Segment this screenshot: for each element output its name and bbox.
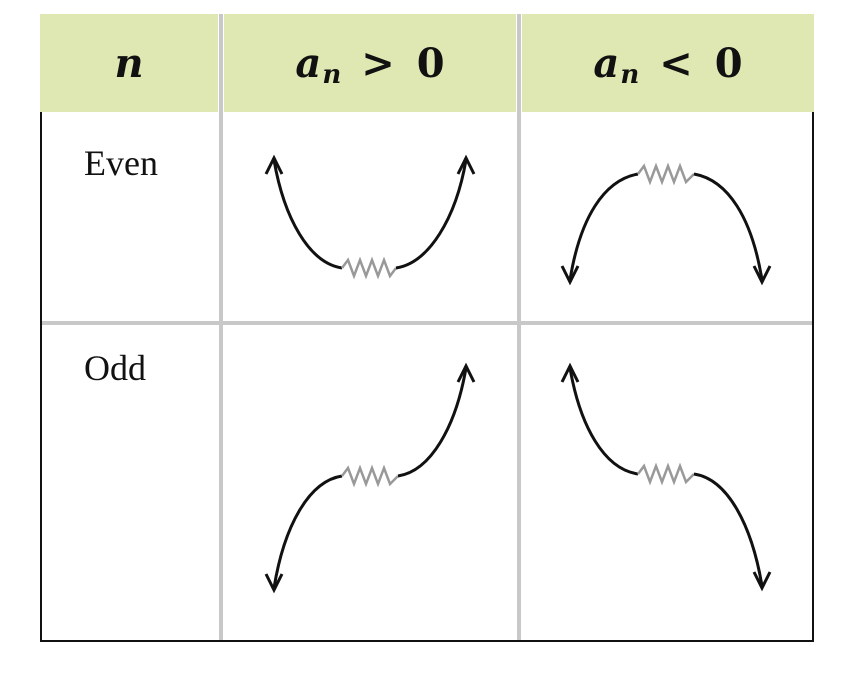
arrowhead-left [264,573,284,594]
graph-even-positive [264,154,476,280]
curve-right-arm [693,172,764,281]
column-divider-1 [219,14,223,642]
row-divider [42,321,812,325]
header-an-positive-num: 0 [416,39,445,87]
table-border-left [40,112,42,642]
arrowhead-left [560,362,580,383]
arrowhead-left [264,154,284,175]
graph-even-negative [560,162,772,286]
curve-left-arm [568,367,639,476]
zigzag-middle [637,462,695,486]
graph-odd-negative [560,362,772,592]
column-divider-2 [517,14,521,642]
arrowhead-right [456,362,476,383]
graph-odd-positive [264,362,476,594]
zigzag-middle [637,162,695,186]
header-an-negative-op: < [659,39,693,87]
row-label-even: Even [84,143,158,183]
curve-right-arm [693,472,764,587]
curve-right-arm [395,159,468,270]
header-an-positive-var: a [295,39,322,87]
arrowhead-right [456,154,476,175]
header-an-negative-sub: n [620,60,640,90]
arrowhead-right [752,265,772,286]
curve-left-arm [568,172,639,281]
header-an-positive-op: > [361,39,395,87]
arrowhead-left [560,265,580,286]
table-border-right [812,112,814,642]
header-n-label: n [114,39,144,87]
zigzag-middle [341,256,397,280]
header-n: n [40,14,218,112]
header-an-negative-num: 0 [714,39,743,87]
table-border-bottom [40,640,814,642]
row-label-odd: Odd [84,348,146,388]
curve-left-arm [272,474,343,589]
zigzag-middle [341,464,399,488]
curve-right-arm [397,367,468,478]
arrowhead-right [752,571,772,592]
curve-left-arm [272,159,343,270]
header-an-positive-sub: n [322,60,342,90]
header-an-negative-var: a [593,39,620,87]
